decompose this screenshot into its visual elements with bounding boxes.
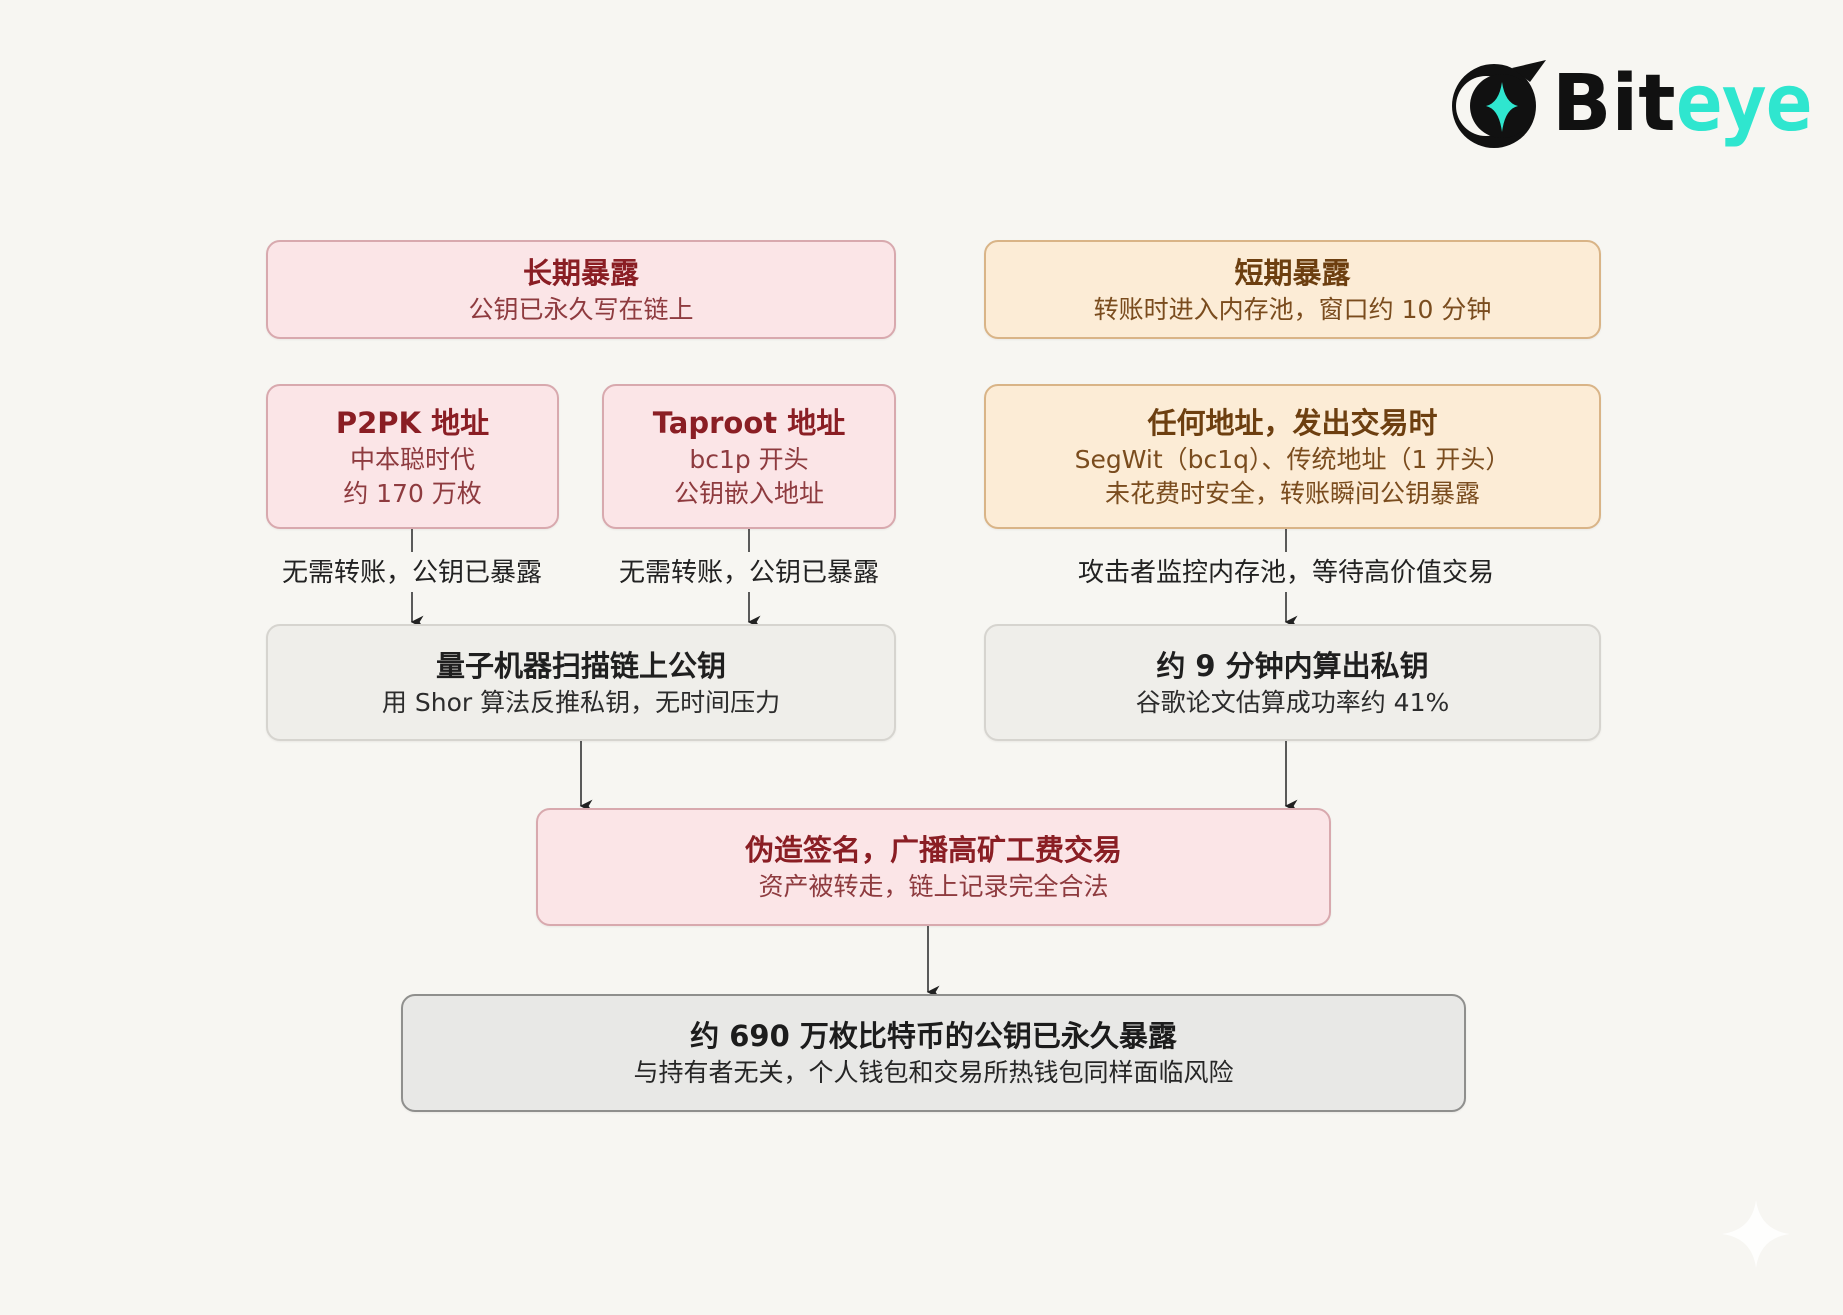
- short-term-exposure-header: 短期暴露 转账时进入内存池，窗口约 10 分钟: [984, 240, 1601, 339]
- node-line: SegWit（bc1q）、传统地址（1 开头）: [1074, 444, 1511, 474]
- node-title: 短期暴露: [1234, 255, 1351, 290]
- forge-signature-node: 伪造签名，广播高矿工费交易 资产被转走，链上记录完全合法: [536, 808, 1331, 926]
- taproot-address-node: Taproot 地址 bc1p 开头 公钥嵌入地址: [602, 384, 896, 529]
- node-line: 约 170 万枚: [343, 478, 482, 508]
- node-subtitle: 谷歌论文估算成功率约 41%: [1135, 687, 1450, 717]
- biteye-logo-icon: [1452, 60, 1546, 148]
- biteye-wordmark: Biteye: [1552, 59, 1812, 149]
- biteye-logo: Biteye: [1442, 48, 1812, 168]
- long-term-exposure-header: 长期暴露 公钥已永久写在链上: [266, 240, 896, 339]
- node-line: 公钥嵌入地址: [673, 478, 824, 508]
- p2pk-address-node: P2PK 地址 中本聪时代 约 170 万枚: [266, 384, 559, 529]
- edge-label-p2pk: 无需转账，公钥已暴露: [277, 556, 547, 590]
- node-subtitle: 公钥已永久写在链上: [468, 294, 694, 324]
- node-title: Taproot 地址: [652, 405, 846, 440]
- result-summary-node: 约 690 万枚比特币的公钥已永久暴露 与持有者无关，个人钱包和交易所热钱包同样…: [401, 994, 1466, 1112]
- node-title: 约 9 分钟内算出私钥: [1156, 648, 1429, 683]
- node-line: bc1p 开头: [689, 444, 809, 474]
- sparkle-watermark-icon: [1722, 1200, 1790, 1268]
- edge-label-taproot: 无需转账，公钥已暴露: [614, 556, 884, 590]
- node-subtitle: 资产被转走，链上记录完全合法: [758, 872, 1109, 901]
- node-line: 未花费时安全，转账瞬间公钥暴露: [1104, 478, 1480, 508]
- node-subtitle: 与持有者无关，个人钱包和交易所热钱包同样面临风险: [633, 1058, 1234, 1087]
- node-title: 量子机器扫描链上公钥: [435, 648, 726, 683]
- node-subtitle: 用 Shor 算法反推私钥，无时间压力: [381, 687, 781, 717]
- nine-minute-crack-node: 约 9 分钟内算出私钥 谷歌论文估算成功率约 41%: [984, 624, 1601, 741]
- node-subtitle: 转账时进入内存池，窗口约 10 分钟: [1093, 294, 1492, 324]
- node-title: 任何地址，发出交易时: [1147, 405, 1438, 440]
- node-title: 长期暴露: [522, 255, 639, 290]
- node-line: 中本聪时代: [349, 444, 475, 474]
- node-title: P2PK 地址: [335, 405, 490, 440]
- any-address-transaction-node: 任何地址，发出交易时 SegWit（bc1q）、传统地址（1 开头） 未花费时安…: [984, 384, 1601, 529]
- edge-label-mempool: 攻击者监控内存池，等待高价值交易: [1073, 556, 1499, 590]
- node-title: 伪造签名，广播高矿工费交易: [744, 833, 1122, 867]
- node-title: 约 690 万枚比特币的公钥已永久暴露: [690, 1019, 1177, 1053]
- quantum-scan-node: 量子机器扫描链上公钥 用 Shor 算法反推私钥，无时间压力: [266, 624, 896, 741]
